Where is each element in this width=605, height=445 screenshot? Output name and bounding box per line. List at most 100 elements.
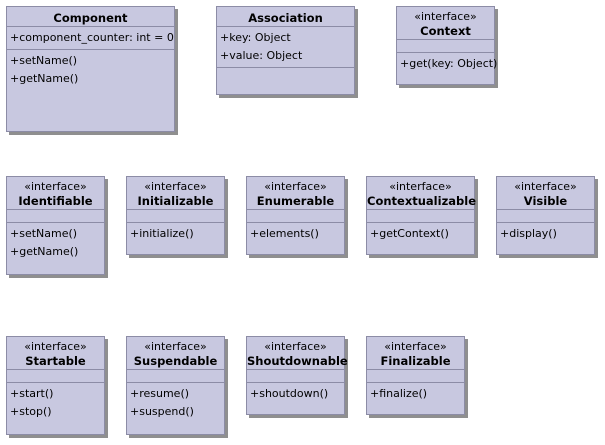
operations-compartment: +start() +stop() bbox=[7, 383, 104, 423]
operation-row: +suspend() bbox=[130, 405, 194, 418]
operations-compartment: +setName() +getName() bbox=[7, 223, 104, 263]
operations-compartment: +setName() +getName() bbox=[7, 50, 174, 90]
class-header: «interface»Finalizable bbox=[367, 337, 464, 369]
compartment-divider bbox=[247, 222, 344, 223]
uml-class-visible[interactable]: «interface»Visible +display() bbox=[496, 176, 595, 255]
class-name: Component bbox=[53, 11, 128, 25]
attributes-compartment: +component_counter: int = 0 bbox=[7, 27, 174, 49]
operations-compartment bbox=[217, 68, 354, 72]
uml-class-finalizable[interactable]: «interface»Finalizable +finalize() bbox=[366, 336, 465, 415]
operation-row: +elements() bbox=[250, 227, 319, 240]
class-stereotype: «interface» bbox=[264, 340, 327, 353]
class-header: «interface»Startable bbox=[7, 337, 104, 369]
operation-row: +resume() bbox=[130, 387, 190, 400]
uml-class-association[interactable]: Association +key: Object +value: Object bbox=[216, 6, 355, 95]
compartment-divider bbox=[7, 382, 104, 383]
attributes-compartment bbox=[497, 210, 594, 222]
attributes-compartment bbox=[397, 40, 494, 52]
attributes-compartment bbox=[247, 210, 344, 222]
compartment-divider bbox=[217, 26, 354, 27]
class-name: Identifiable bbox=[18, 194, 93, 208]
attributes-compartment bbox=[127, 210, 224, 222]
operations-compartment: +shoutdown() bbox=[247, 383, 344, 405]
class-name: Initializable bbox=[137, 194, 214, 208]
attribute-row: +value: Object bbox=[220, 49, 303, 62]
class-name: Contextualizable bbox=[367, 194, 476, 208]
compartment-divider bbox=[127, 382, 224, 383]
class-header: «interface»Visible bbox=[497, 177, 594, 209]
class-stereotype: «interface» bbox=[514, 180, 577, 193]
compartment-divider bbox=[367, 369, 464, 370]
uml-class-component[interactable]: Component+component_counter: int = 0+set… bbox=[6, 6, 175, 132]
attributes-compartment: +key: Object +value: Object bbox=[217, 27, 354, 67]
uml-class-contextualizable[interactable]: «interface»Contextualizable +getContext() bbox=[366, 176, 476, 255]
compartment-divider bbox=[127, 222, 224, 223]
class-header: «interface»Identifiable bbox=[7, 177, 104, 209]
class-header: «interface»Contextualizable bbox=[367, 177, 476, 209]
compartment-divider bbox=[497, 222, 594, 223]
compartment-divider bbox=[7, 222, 104, 223]
class-stereotype: «interface» bbox=[384, 340, 447, 353]
class-name: Shoutdownable bbox=[247, 354, 348, 368]
class-stereotype: «interface» bbox=[144, 180, 207, 193]
operations-compartment: +elements() bbox=[247, 223, 344, 245]
operations-compartment: +getContext() bbox=[367, 223, 474, 245]
uml-class-enumerable[interactable]: «interface»Enumerable +elements() bbox=[246, 176, 345, 255]
compartment-divider bbox=[367, 382, 464, 383]
operations-compartment: +initialize() bbox=[127, 223, 224, 245]
operations-compartment: +display() bbox=[497, 223, 594, 245]
class-name: Enumerable bbox=[256, 194, 335, 208]
compartment-divider bbox=[217, 67, 354, 68]
uml-class-identifiable[interactable]: «interface»Identifiable +setName() +getNam… bbox=[6, 176, 105, 275]
compartment-divider bbox=[397, 39, 494, 40]
compartment-divider bbox=[7, 209, 104, 210]
operation-row: +start() bbox=[10, 387, 54, 400]
attributes-compartment bbox=[367, 370, 464, 382]
uml-class-context[interactable]: «interface»Context +get(key: Object) bbox=[396, 6, 498, 85]
class-name: Startable bbox=[25, 354, 86, 368]
compartment-divider bbox=[397, 52, 494, 53]
operation-row: +get(key: Object) bbox=[400, 57, 498, 70]
operation-row: +getName() bbox=[10, 245, 79, 258]
compartment-divider bbox=[247, 369, 344, 370]
class-name: Context bbox=[420, 24, 471, 38]
operation-row: +setName() bbox=[10, 54, 78, 67]
attributes-compartment bbox=[7, 210, 104, 222]
uml-class-suspendable[interactable]: «interface»Suspendable +resume() +suspend(… bbox=[126, 336, 225, 435]
operations-compartment: +finalize() bbox=[367, 383, 464, 405]
operation-row: +shoutdown() bbox=[250, 387, 329, 400]
operation-row: +getContext() bbox=[370, 227, 449, 240]
uml-class-startable[interactable]: «interface»Startable +start() +stop() bbox=[6, 336, 105, 435]
operation-row: +finalize() bbox=[370, 387, 428, 400]
compartment-divider bbox=[367, 209, 474, 210]
operation-row: +getName() bbox=[10, 72, 79, 85]
compartment-divider bbox=[247, 382, 344, 383]
class-stereotype: «interface» bbox=[264, 180, 327, 193]
compartment-divider bbox=[497, 209, 594, 210]
compartment-divider bbox=[367, 222, 474, 223]
compartment-divider bbox=[7, 49, 174, 50]
operations-compartment: +get(key: Object) bbox=[397, 53, 498, 75]
class-name: Suspendable bbox=[133, 354, 218, 368]
attributes-compartment bbox=[247, 370, 344, 382]
class-name: Visible bbox=[523, 194, 568, 208]
class-stereotype: «interface» bbox=[414, 10, 477, 23]
operation-row: +display() bbox=[500, 227, 557, 240]
operation-row: +stop() bbox=[10, 405, 52, 418]
compartment-divider bbox=[127, 209, 224, 210]
attributes-compartment bbox=[367, 210, 474, 222]
operation-row: +setName() bbox=[10, 227, 78, 240]
uml-class-shoutdownable[interactable]: «interface»Shoutdownable +shoutdown() bbox=[246, 336, 348, 415]
class-header: «interface»Shoutdownable bbox=[247, 337, 348, 369]
operations-compartment: +resume() +suspend() bbox=[127, 383, 224, 423]
compartment-divider bbox=[7, 369, 104, 370]
class-name: Association bbox=[248, 11, 323, 25]
attribute-row: +key: Object bbox=[220, 31, 291, 44]
class-header: «interface»Suspendable bbox=[127, 337, 224, 369]
uml-class-initializable[interactable]: «interface»Initializable +initialize() bbox=[126, 176, 225, 255]
class-header: Component bbox=[7, 7, 174, 26]
attributes-compartment bbox=[7, 370, 104, 382]
class-stereotype: «interface» bbox=[24, 340, 87, 353]
compartment-divider bbox=[7, 26, 174, 27]
operation-row: +initialize() bbox=[130, 227, 194, 240]
